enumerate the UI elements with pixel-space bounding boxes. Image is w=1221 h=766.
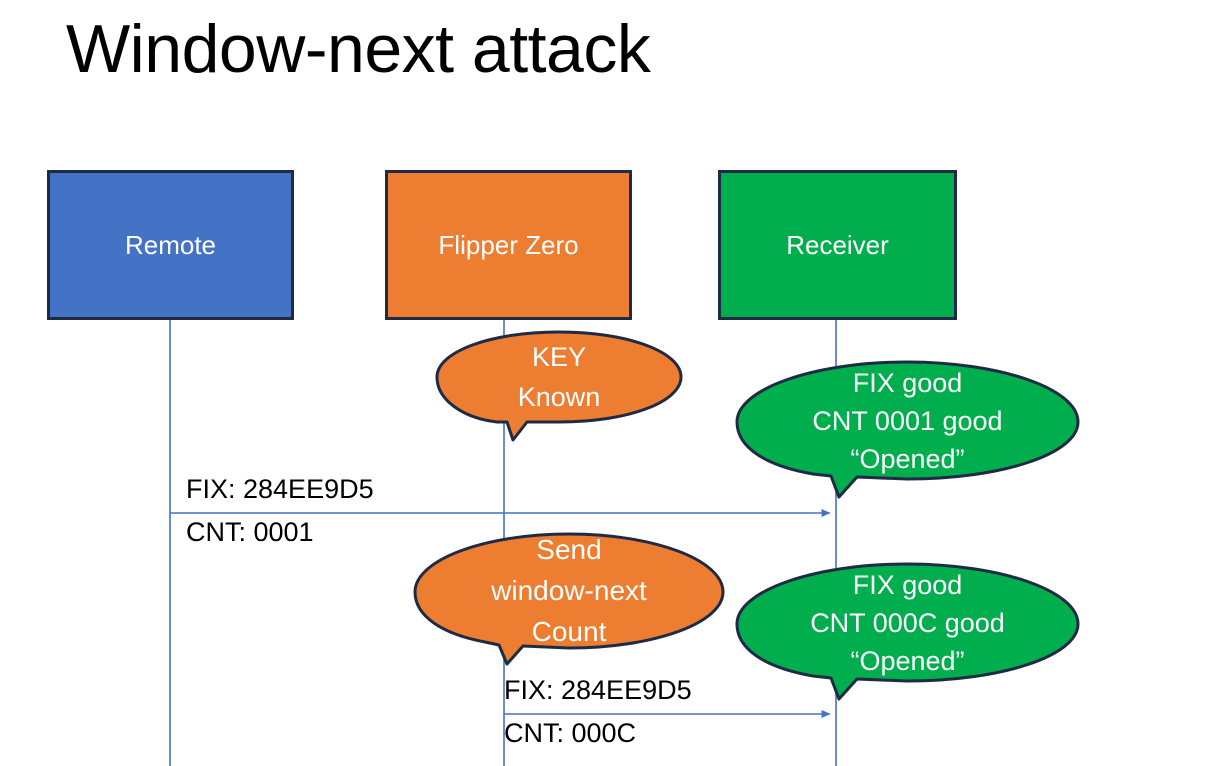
callout-key-known[interactable]: KEY Known xyxy=(435,330,683,442)
callout-send-window-next[interactable]: Send window-next Count xyxy=(413,532,725,666)
actor-label-receiver: Receiver xyxy=(786,230,889,260)
callout-receiver-response-2-shape xyxy=(735,562,1080,701)
actor-label-flipper: Flipper Zero xyxy=(438,230,579,260)
message-2-fix-label: FIX: 284EE9D5 xyxy=(504,675,692,705)
callout-receiver-response-1[interactable]: FIX good CNT 0001 good “Opened” xyxy=(735,360,1080,499)
actor-box-receiver[interactable]: Receiver xyxy=(718,170,957,320)
callout-send-window-next-shape xyxy=(413,532,725,666)
callout-receiver-response-2[interactable]: FIX good CNT 000C good “Opened” xyxy=(735,562,1080,701)
callout-receiver-response-1-shape xyxy=(735,360,1080,499)
message-1-cnt-label: CNT: 0001 xyxy=(186,517,314,547)
message-1-fix-label: FIX: 284EE9D5 xyxy=(186,474,374,504)
actor-label-remote: Remote xyxy=(124,230,217,260)
actor-box-remote[interactable]: Remote xyxy=(47,170,294,320)
callout-key-known-shape xyxy=(435,330,683,442)
page-title: Window-next attack xyxy=(66,11,651,87)
message-2-cnt-label: CNT: 000C xyxy=(504,718,637,748)
actor-box-flipper[interactable]: Flipper Zero xyxy=(385,170,632,320)
